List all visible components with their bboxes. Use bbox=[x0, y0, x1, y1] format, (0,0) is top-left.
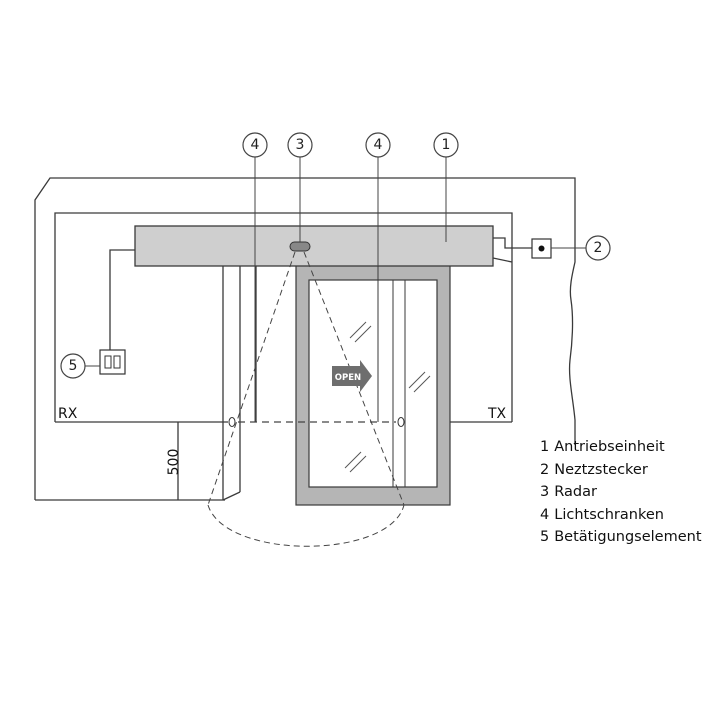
wall-outline bbox=[34, 177, 576, 500]
callout-circle-4a bbox=[242, 132, 268, 158]
callout-circle-2 bbox=[585, 235, 611, 261]
light-barrier-sensor-tx bbox=[397, 417, 405, 427]
legend-item-text: Betätigungselement bbox=[554, 529, 702, 545]
cable-to-control bbox=[109, 249, 135, 350]
legend-item-number: 5 bbox=[540, 529, 550, 545]
callout-number-1: 1 bbox=[442, 137, 451, 153]
callout-number-3: 3 bbox=[296, 137, 305, 153]
legend-item-text: Neztzstecker bbox=[554, 461, 648, 478]
legend-item-text: Radar bbox=[554, 484, 597, 500]
legend-item-number: 3 bbox=[540, 484, 550, 500]
power-plug bbox=[531, 238, 552, 259]
radar-sensor bbox=[289, 241, 311, 252]
callout-circle-1 bbox=[433, 132, 459, 158]
control-element bbox=[99, 349, 126, 375]
legend-item-text: Antriebseinheit bbox=[554, 439, 665, 455]
light-barrier-sensor-rx bbox=[228, 417, 236, 427]
callout-number-5: 5 bbox=[69, 358, 78, 374]
legend-item-text: Lichtschranken bbox=[554, 506, 664, 523]
legend-item-number: 4 bbox=[540, 506, 550, 523]
callout-circle-4b bbox=[365, 132, 391, 158]
wall-opening bbox=[54, 212, 513, 422]
rx-label: RX bbox=[58, 406, 78, 422]
height-dimension-label: 500 bbox=[166, 449, 182, 476]
legend-item-number: 1 bbox=[540, 439, 550, 455]
cable-to-plug bbox=[493, 237, 532, 249]
callout-number-4b: 4 bbox=[374, 137, 383, 153]
callout-number-2: 2 bbox=[594, 240, 603, 256]
open-sign: OPEN bbox=[332, 360, 372, 392]
fixed-panel bbox=[222, 266, 257, 501]
callout-number-4a: 4 bbox=[251, 137, 260, 153]
legend-item-number: 2 bbox=[540, 461, 550, 478]
sliding-door bbox=[295, 264, 451, 506]
cable-right bbox=[492, 257, 513, 263]
callout-circle-3 bbox=[287, 132, 313, 158]
callout-circle-5 bbox=[60, 353, 86, 379]
radar-cone bbox=[207, 251, 405, 547]
open-sign-text: OPEN bbox=[335, 373, 361, 383]
tx-label: TX bbox=[487, 406, 507, 422]
drive-unit bbox=[134, 225, 494, 267]
